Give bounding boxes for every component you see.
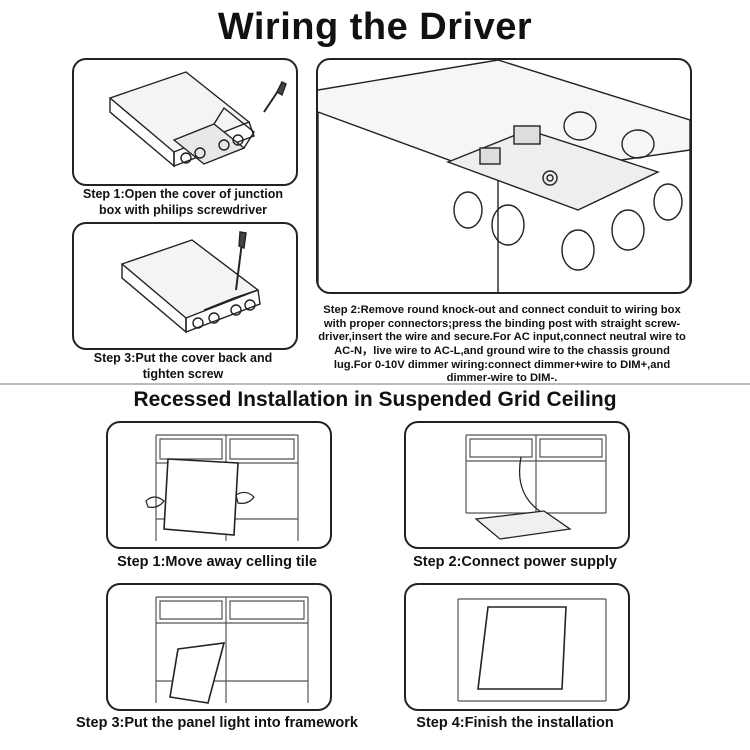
- ceiling-step3-illustration: [106, 583, 332, 711]
- ceiling-step4-caption: Step 4:Finish the installation: [416, 715, 614, 731]
- ceiling-step2-caption: Step 2:Connect power supply: [413, 554, 617, 570]
- ceiling-step1-illustration: [106, 421, 332, 549]
- driver-step2-caption: Step 2:Remove round knock-out and connec…: [318, 304, 686, 385]
- ceiling-step2-illustration: [404, 421, 630, 549]
- section-title: Recessed Installation in Suspended Grid …: [133, 388, 617, 411]
- ceiling-step3-caption: Step 3:Put the panel light into framewor…: [76, 715, 358, 731]
- driver-step3-illustration: [72, 222, 298, 350]
- ceiling-step4-illustration: [404, 583, 630, 711]
- driver-step1-illustration: [72, 58, 298, 186]
- section-divider: [0, 383, 750, 385]
- driver-step1-caption: Step 1:Open the cover of junction box wi…: [82, 187, 284, 217]
- page-title: Wiring the Driver: [217, 6, 533, 48]
- driver-step2-illustration: [316, 58, 692, 294]
- ceiling-step1-caption: Step 1:Move away celling tile: [117, 554, 317, 570]
- driver-step3-caption: Step 3:Put the cover back and tighten sc…: [93, 351, 273, 381]
